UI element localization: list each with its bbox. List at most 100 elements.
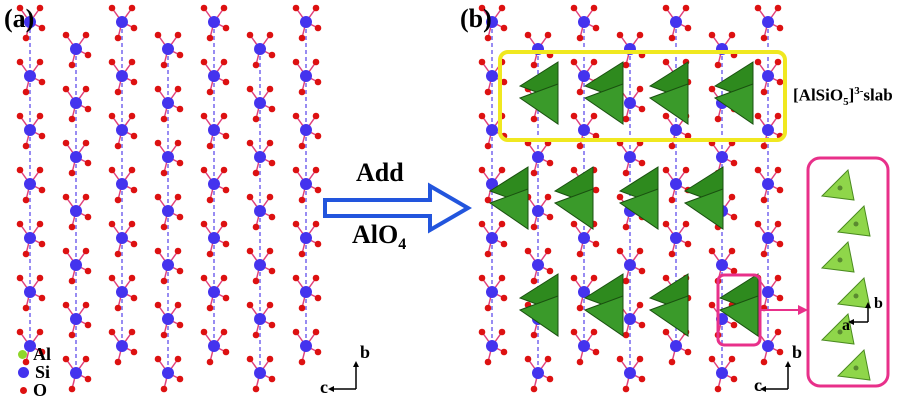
axes-inset-left-head	[848, 319, 854, 325]
oxygen-atom	[754, 58, 762, 66]
oxygen-atom	[622, 169, 630, 177]
silicon-atom	[300, 286, 312, 298]
alo4-tetrahedron	[583, 295, 624, 337]
silicon-atom	[670, 16, 682, 28]
oxygen-atom	[128, 4, 136, 12]
oxygen-atom	[252, 223, 260, 231]
oxygen-atom	[760, 196, 768, 204]
oxygen-atom	[524, 247, 532, 255]
oxygen-atom	[268, 105, 276, 113]
oxygen-atom	[622, 223, 630, 231]
silicon-atom	[162, 259, 174, 271]
oxygen-atom	[252, 169, 260, 177]
silicon-atom	[70, 367, 82, 379]
oxygen-atom	[776, 24, 784, 32]
silicon-atom	[486, 16, 498, 28]
silicon-atom	[24, 178, 36, 190]
oxygen-atom	[592, 240, 600, 248]
oxygen-atom	[774, 4, 782, 12]
oxygen-atom	[728, 247, 736, 255]
oxygen-atom	[576, 142, 584, 150]
silicon-atom	[70, 43, 82, 55]
oxygen-atom	[222, 240, 230, 248]
oxygen-atom	[108, 220, 116, 228]
oxygen-atom	[84, 105, 92, 113]
oxygen-atom	[544, 193, 552, 201]
al-atom	[853, 365, 859, 371]
oxygen-atom	[68, 169, 76, 177]
oxygen-atom	[108, 274, 116, 282]
oxygen-atom	[478, 220, 486, 228]
silicon-atom	[254, 151, 266, 163]
oxygen-atom	[530, 385, 538, 393]
oxygen-atom	[730, 267, 738, 275]
oxygen-atom	[478, 112, 486, 120]
oxygen-atom	[498, 166, 506, 174]
silicon-atom	[486, 286, 498, 298]
silicon-atom	[486, 178, 498, 190]
oxygen-atom	[312, 220, 320, 228]
oxygen-atom	[266, 247, 274, 255]
axis-b-b: b	[792, 342, 803, 362]
silicon-atom	[24, 16, 36, 28]
oxygen-atom	[222, 348, 230, 356]
silicon-atom	[162, 43, 174, 55]
oxygen-atom	[82, 193, 90, 201]
silicon-atom	[762, 70, 774, 82]
oxygen-atom	[108, 58, 116, 66]
silicon-atom	[578, 70, 590, 82]
oxygen-atom	[524, 355, 532, 363]
oxygen-atom	[246, 85, 254, 93]
oxygen-atom	[484, 304, 492, 312]
oxygen-atom	[662, 220, 670, 228]
oxygen-atom	[200, 220, 208, 228]
oxygen-atom	[546, 159, 554, 167]
oxygen-atom	[570, 4, 578, 12]
oxygen-atom	[498, 274, 506, 282]
oxygen-atom	[246, 247, 254, 255]
silicon-atom	[762, 124, 774, 136]
silicon-atom	[578, 340, 590, 352]
oxygen-atom	[292, 58, 300, 66]
silicon-atom	[24, 124, 36, 136]
oxygen-atom	[222, 186, 230, 194]
oxygen-atom	[500, 294, 508, 302]
oxygen-atom	[84, 375, 92, 383]
oxygen-atom	[668, 34, 676, 42]
oxygen-atom	[570, 112, 578, 120]
inset-pointer-arrowhead	[798, 305, 808, 315]
silicon-atom	[24, 232, 36, 244]
silicon-atom	[300, 124, 312, 136]
oxygen-atom	[478, 328, 486, 336]
oxygen-atom	[36, 112, 44, 120]
oxygen-atom	[154, 193, 162, 201]
oxygen-atom	[128, 220, 136, 228]
oxygen-atom	[298, 142, 306, 150]
al-atom	[837, 257, 843, 263]
oxygen-atom	[500, 24, 508, 32]
oxygen-atom	[62, 247, 70, 255]
silicon-atom	[254, 43, 266, 55]
oxygen-atom	[760, 34, 768, 42]
oxygen-atom	[500, 348, 508, 356]
oxygen-atom	[544, 247, 552, 255]
oxygen-atom	[38, 294, 46, 302]
silicon-atom	[762, 178, 774, 190]
oxygen-atom	[570, 328, 578, 336]
legend-si-label: Si	[35, 362, 51, 382]
oxygen-atom	[500, 240, 508, 248]
oxygen-atom	[708, 85, 716, 93]
legend-o: O	[18, 380, 47, 401]
silicon-atom	[208, 232, 220, 244]
oxygen-atom	[776, 186, 784, 194]
oxygen-atom	[312, 274, 320, 282]
silicon-atom	[254, 97, 266, 109]
silicon-atom	[762, 340, 774, 352]
oxygen-atom	[662, 58, 670, 66]
oxygen-atom	[22, 250, 30, 258]
oxygen-atom	[314, 24, 322, 32]
oxygen-atom	[622, 115, 630, 123]
oxygen-atom	[774, 58, 782, 66]
oxygen-atom	[220, 328, 228, 336]
